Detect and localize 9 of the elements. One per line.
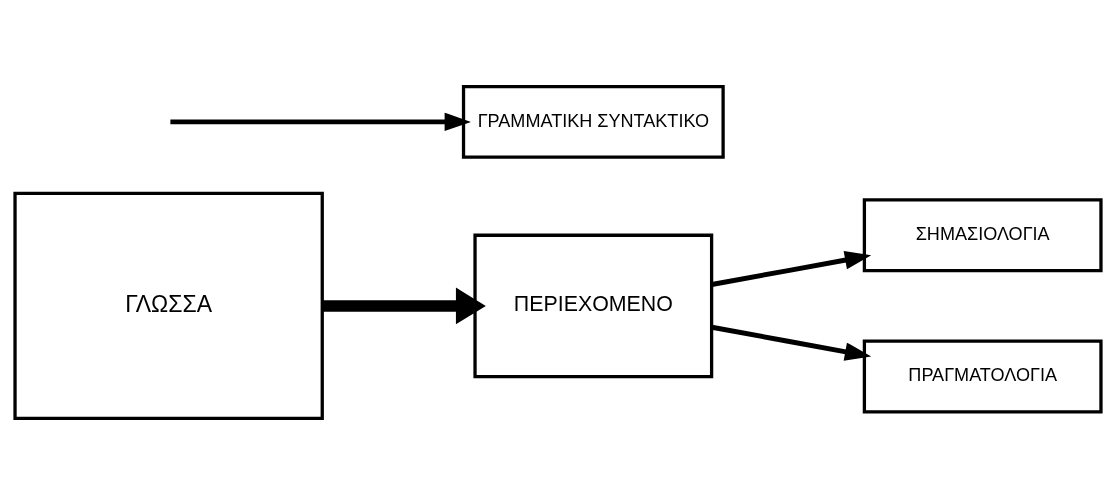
node-box: ΣΗΜΑΣΙΟΛΟΓΙΑ: [862, 197, 1103, 272]
node-box: ΠΕΡΙΕΧΟΜΕΝΟ: [473, 233, 714, 378]
arrow: [711, 324, 872, 361]
arrow: [170, 112, 471, 131]
node-box: ΠΡΑΓΜΑΤΟΛΟΓΙΑ: [862, 339, 1103, 413]
node-box: ΓΛΩΣΣΑ: [13, 191, 324, 420]
arrow: [711, 250, 872, 287]
node-box: ΓΡΑΜΜΑΤΙΚΗ ΣΥΝΤΑΚΤΙΚΟ: [461, 84, 725, 159]
arrow: [322, 287, 486, 324]
